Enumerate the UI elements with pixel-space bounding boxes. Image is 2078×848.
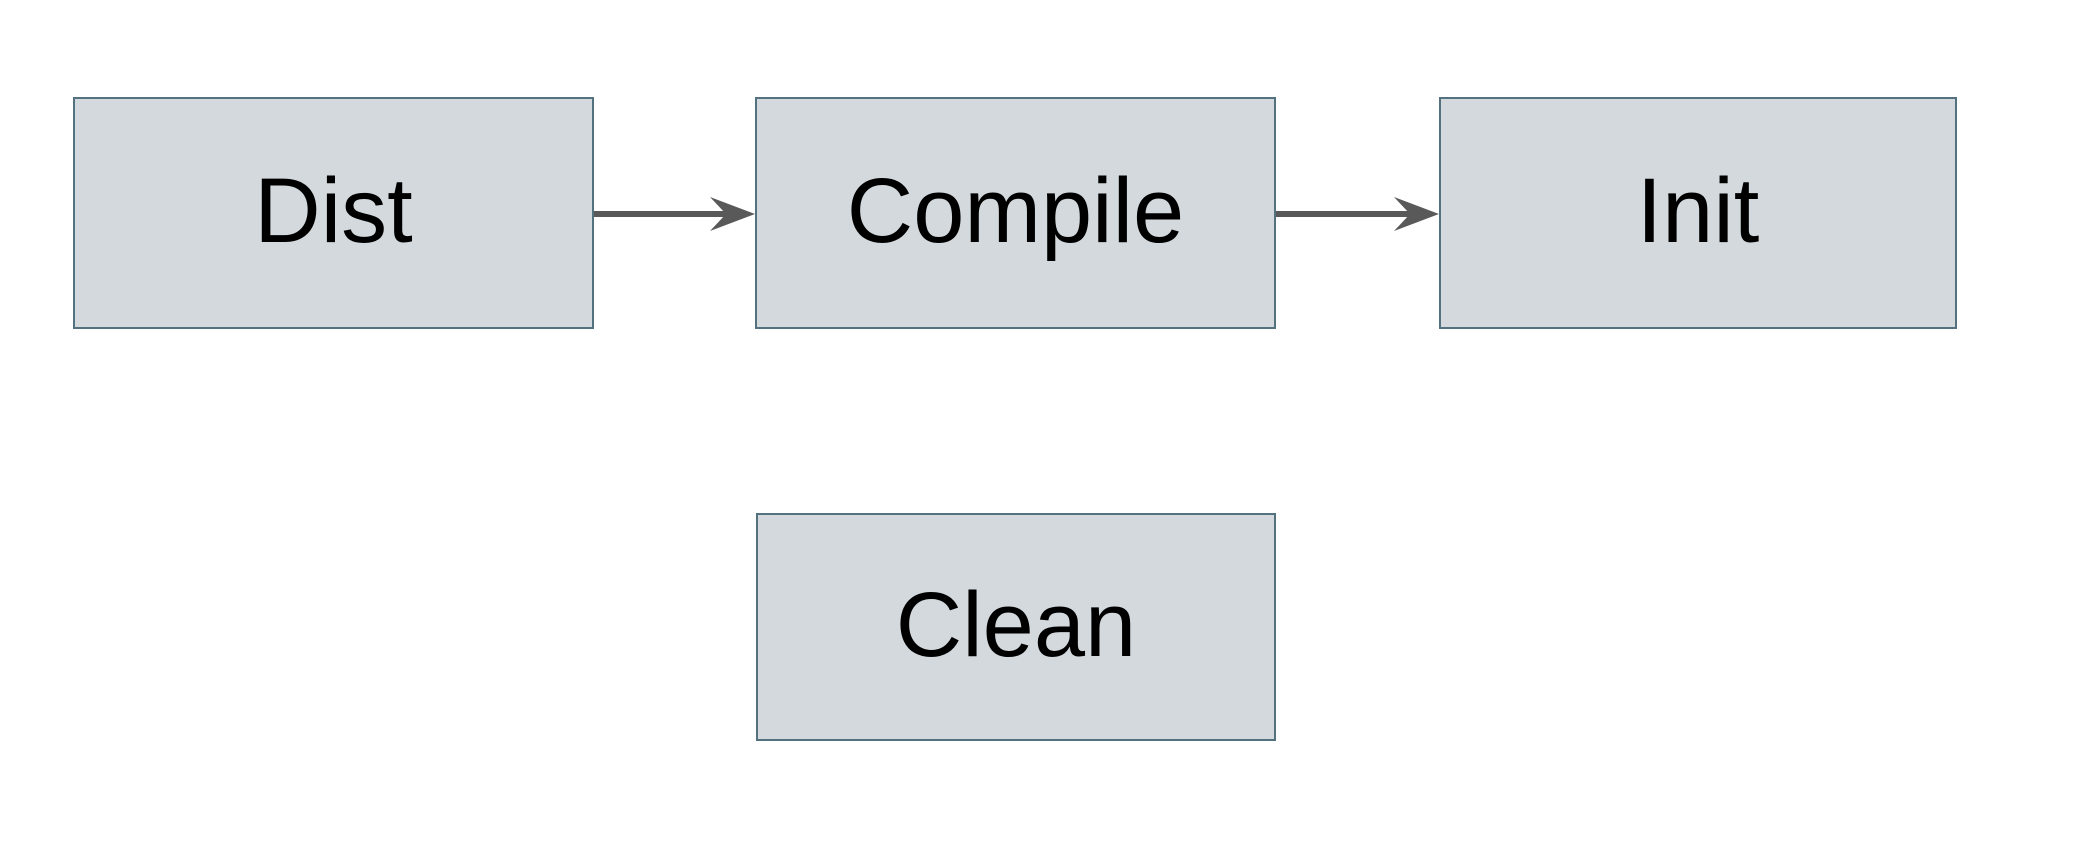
node-dist-label: Dist — [254, 160, 413, 262]
node-init-label: Init — [1636, 160, 1760, 262]
arrow-compile-to-init-icon — [1276, 197, 1439, 231]
arrow-dist-to-compile-icon — [594, 197, 755, 231]
node-compile-label: Compile — [846, 160, 1185, 262]
node-dist: Dist — [73, 97, 594, 329]
node-clean-label: Clean — [895, 574, 1137, 676]
node-init: Init — [1439, 97, 1957, 329]
node-clean: Clean — [756, 513, 1276, 741]
node-compile: Compile — [755, 97, 1276, 329]
